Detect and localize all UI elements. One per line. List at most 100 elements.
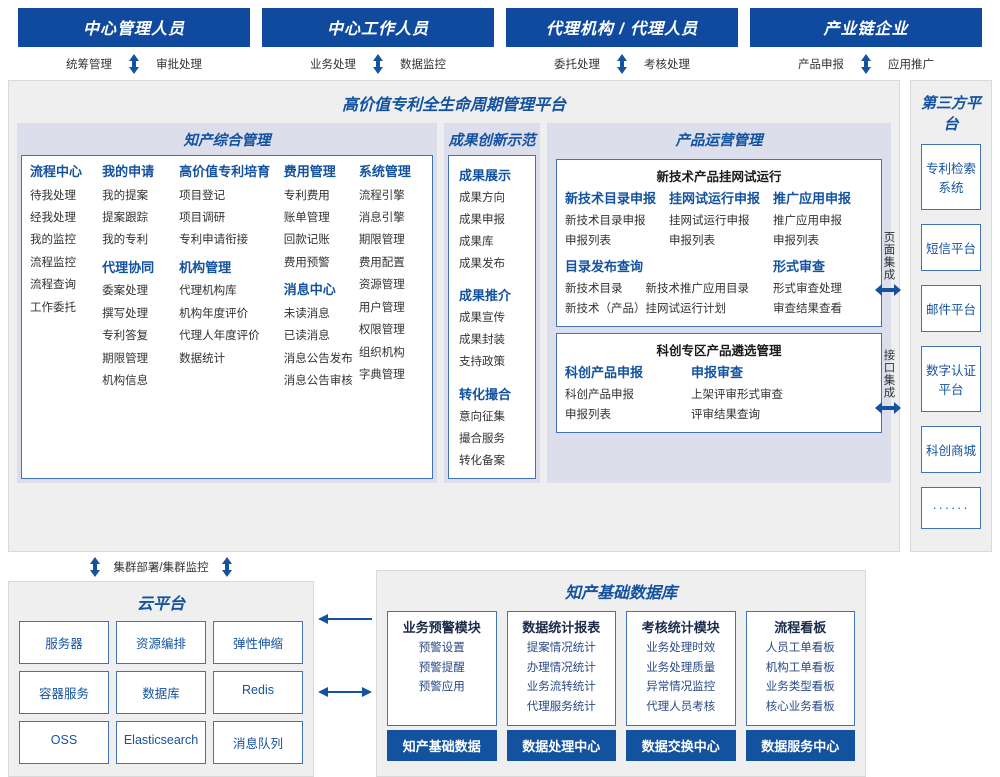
cloud-cell[interactable]: 资源编排 (116, 621, 206, 664)
menu-item[interactable]: 未读消息 (283, 307, 330, 320)
menu-item[interactable]: 专利申请衔接 (179, 234, 249, 247)
third-party-item[interactable]: ······ (921, 487, 981, 529)
cloud-cell[interactable]: Redis (213, 671, 303, 714)
menu-item[interactable]: 人员工单看板 (765, 642, 835, 654)
third-party-item[interactable]: 邮件平台 (921, 285, 981, 332)
menu-item[interactable]: 资源管理 (358, 279, 405, 292)
menu-item[interactable]: 业务类型看板 (765, 681, 835, 694)
menu-item[interactable]: 预警应用 (418, 681, 465, 694)
menu-item[interactable]: 消息引擎 (358, 212, 405, 225)
database-footer-button[interactable]: 知产基础数据 (387, 730, 497, 762)
menu-item[interactable]: 专利答复 (102, 330, 149, 343)
group-heading: 消息中心 (283, 282, 336, 298)
achievement-groups: 成果展示成果方向成果申报成果库成果发布成果推介成果宣传成果封装支持政策转化撮合意… (448, 155, 536, 480)
menu-item[interactable]: 我的监控 (30, 234, 76, 247)
cloud-cell[interactable]: 数据库 (116, 671, 206, 714)
menu-item[interactable]: 转化备案 (459, 454, 505, 467)
menu-item[interactable]: 提案情况统计 (526, 642, 596, 654)
menu-item[interactable]: 形式审查处理 (773, 282, 842, 295)
menu-item[interactable]: 流程查询 (30, 279, 76, 292)
menu-item[interactable]: 挂网试运行申报 (669, 214, 750, 227)
menu-item[interactable]: 账单管理 (283, 212, 330, 225)
menu-item[interactable]: 工作委托 (30, 301, 76, 314)
menu-item[interactable]: 新技术目录 新技术推广应用目录 (565, 282, 749, 295)
menu-item[interactable]: 审查结果查看 (773, 303, 842, 316)
menu-item[interactable]: 组织机构 (358, 346, 405, 359)
third-party-item[interactable]: 科创商城 (921, 426, 981, 473)
menu-item[interactable]: 上架评审形式审查 (691, 389, 783, 402)
menu-item[interactable]: 新技术目录申报 (565, 214, 646, 227)
menu-item[interactable]: 成果发布 (459, 257, 505, 270)
menu-item[interactable]: 机构工单看板 (765, 661, 835, 674)
cloud-cell[interactable]: 容器服务 (19, 671, 109, 714)
menu-item[interactable]: 经我处理 (30, 212, 76, 225)
cloud-cell[interactable]: 服务器 (19, 621, 109, 664)
menu-item[interactable]: 机构信息 (102, 375, 149, 388)
panel-achievement-innovation: 成果创新示范 成果展示成果方向成果申报成果库成果发布成果推介成果宣传成果封装支持… (444, 123, 540, 484)
menu-item[interactable]: 代理人员考核 (646, 700, 716, 713)
database-footer-button[interactable]: 数据处理中心 (506, 730, 616, 762)
database-footer-button[interactable]: 数据服务中心 (745, 730, 855, 762)
menu-item[interactable]: 回款记账 (283, 234, 330, 247)
menu-item[interactable]: 数据统计 (179, 352, 226, 365)
menu-item[interactable]: 流程引擎 (358, 189, 405, 202)
menu-item[interactable]: 业务处理时效 (646, 642, 716, 654)
menu-item[interactable]: 已读消息 (283, 330, 330, 343)
menu-item[interactable]: 成果宣传 (459, 312, 505, 325)
menu-item[interactable]: 科创产品申报 (565, 389, 634, 402)
menu-item[interactable]: 业务处理质量 (646, 661, 716, 674)
menu-item[interactable]: 撮合服务 (459, 432, 505, 445)
third-party-item[interactable]: 短信平台 (921, 224, 981, 271)
menu-item[interactable]: 申报列表 (669, 234, 715, 247)
menu-item[interactable]: 办理情况统计 (526, 661, 596, 674)
menu-item[interactable]: 委案处理 (102, 285, 149, 298)
menu-item[interactable]: 专利费用 (283, 189, 330, 202)
menu-item[interactable]: 机构年度评价 (179, 307, 249, 320)
menu-item[interactable]: 用户管理 (358, 301, 405, 314)
menu-item[interactable]: 意向征集 (459, 410, 505, 423)
menu-item[interactable]: 待我处理 (30, 189, 76, 202)
menu-item[interactable]: 预警提醒 (418, 661, 465, 674)
menu-item[interactable]: 消息公告发布 (283, 352, 353, 365)
menu-item[interactable]: 我的提案 (102, 189, 149, 202)
cloud-cell[interactable]: Elasticsearch (116, 721, 206, 764)
menu-item[interactable]: 新技术（产品）挂网试运行计划 (565, 303, 726, 316)
third-party-item[interactable]: 数字认证平台 (921, 346, 981, 412)
menu-item[interactable]: 支持政策 (459, 356, 505, 369)
menu-item[interactable]: 撰写处理 (102, 307, 149, 320)
menu-item[interactable]: 申报列表 (565, 409, 611, 422)
menu-item[interactable]: 业务流转统计 (526, 681, 596, 694)
menu-item[interactable]: 项目调研 (179, 212, 226, 225)
menu-item[interactable]: 代理人年度评价 (179, 330, 260, 343)
menu-item[interactable]: 字典管理 (358, 368, 405, 381)
cloud-cell[interactable]: 弹性伸缩 (213, 621, 303, 664)
menu-item[interactable]: 预警设置 (418, 642, 465, 654)
menu-item[interactable]: 异常情况监控 (646, 681, 716, 694)
menu-item[interactable]: 期限管理 (102, 352, 149, 365)
cloud-cell[interactable]: 消息队列 (213, 721, 303, 764)
menu-item[interactable]: 成果申报 (459, 213, 505, 226)
menu-item[interactable]: 我的专利 (102, 234, 149, 247)
menu-item[interactable]: 申报列表 (565, 234, 611, 247)
menu-item[interactable]: 成果方向 (459, 192, 505, 204)
menu-item[interactable]: 费用预警 (283, 256, 330, 269)
menu-item[interactable]: 费用配置 (358, 256, 405, 269)
menu-item[interactable]: 提案跟踪 (102, 212, 149, 225)
menu-item[interactable]: 评审结果查询 (691, 409, 760, 422)
menu-item[interactable]: 成果库 (459, 235, 494, 248)
menu-item[interactable]: 权限管理 (358, 324, 405, 337)
menu-item[interactable]: 核心业务看板 (765, 700, 835, 713)
menu-item[interactable]: 期限管理 (358, 234, 405, 247)
third-party-item[interactable]: 专利检索系统 (921, 144, 981, 210)
menu-item[interactable]: 申报列表 (773, 234, 819, 247)
database-footer-button[interactable]: 数据交换中心 (626, 730, 736, 762)
menu-item[interactable]: 消息公告审核 (283, 375, 353, 388)
menu-item[interactable]: 代理服务统计 (526, 700, 596, 713)
menu-item[interactable]: 代理机构库 (179, 285, 237, 298)
vertical-bidirectional-arrow-icon (616, 54, 628, 74)
menu-item[interactable]: 项目登记 (179, 189, 226, 202)
menu-item[interactable]: 推广应用申报 (773, 214, 842, 227)
menu-item[interactable]: 成果封装 (459, 334, 505, 347)
menu-item[interactable]: 流程监控 (30, 256, 76, 269)
cloud-cell[interactable]: OSS (19, 721, 109, 764)
